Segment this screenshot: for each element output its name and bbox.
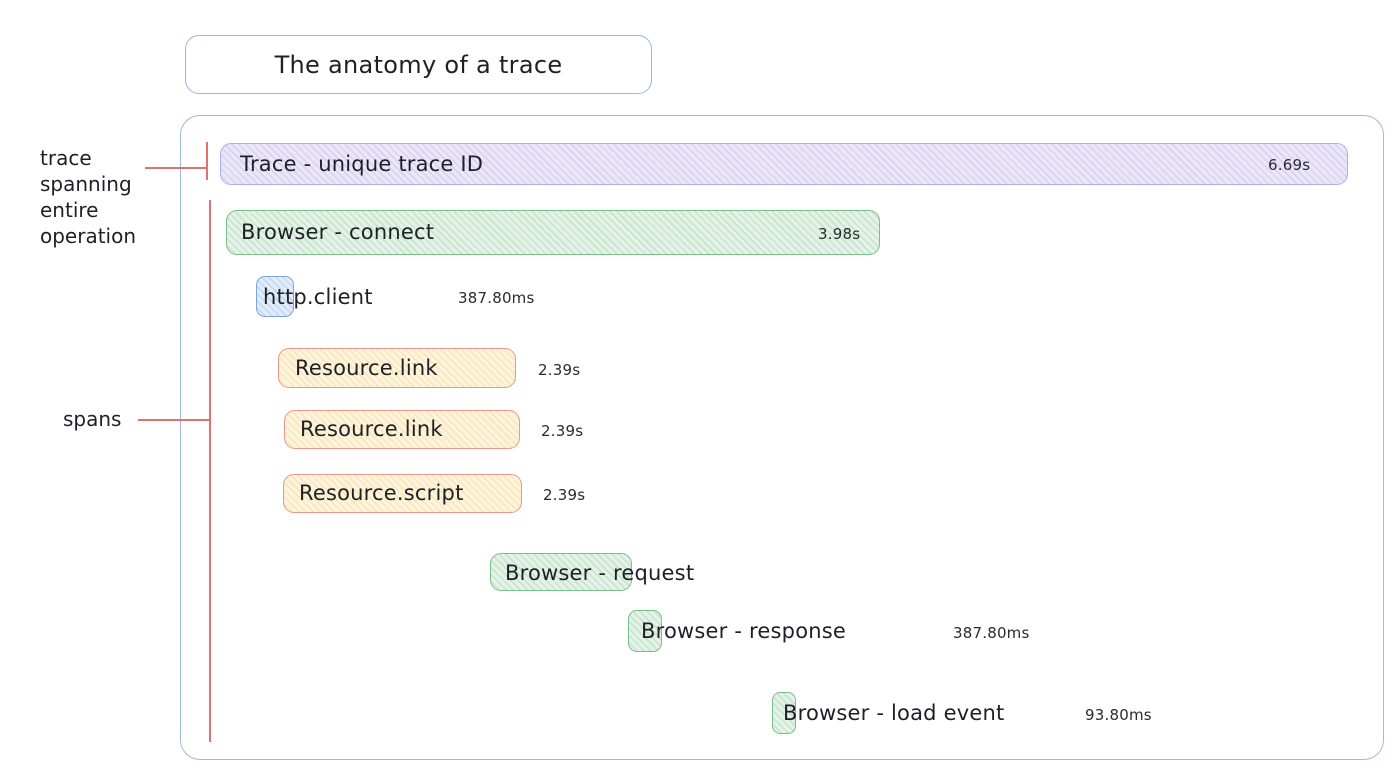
span-duration: 2.39s xyxy=(541,422,584,440)
span-duration: 3.98s xyxy=(818,225,861,243)
span-duration: 387.80ms xyxy=(458,289,535,307)
span-bar-resource-link-1[interactable] xyxy=(278,348,516,388)
span-label: Browser - load event xyxy=(783,701,1005,725)
span-bar-browser-response[interactable] xyxy=(628,610,662,652)
span-bar-trace[interactable] xyxy=(220,143,1348,185)
diagram-title-box[interactable]: The anatomy of a trace xyxy=(185,35,652,94)
spans-annotation-label[interactable]: spans xyxy=(63,407,122,431)
span-label: Browser - response xyxy=(641,619,847,643)
spans-pointer-line[interactable] xyxy=(138,419,210,421)
span-duration: 6.69s xyxy=(1268,156,1311,174)
span-label: http.client xyxy=(263,285,373,309)
span-bar-browser-load-event[interactable] xyxy=(772,692,796,734)
span-label: Resource.link xyxy=(295,356,438,380)
span-label: Trace - unique trace ID xyxy=(240,152,484,176)
diagram-title: The anatomy of a trace xyxy=(274,50,563,79)
span-duration: 387.80ms xyxy=(953,624,1030,642)
span-label: Browser - request xyxy=(505,561,695,585)
span-label: Resource.link xyxy=(300,417,443,441)
trace-pointer-tick[interactable] xyxy=(206,142,208,180)
spans-bracket-line[interactable] xyxy=(209,200,211,742)
span-bar-browser-request[interactable] xyxy=(490,553,632,591)
span-bar-resource-script[interactable] xyxy=(283,474,522,513)
trace-annotation-label[interactable]: trace spanning entire operation xyxy=(40,146,137,248)
span-bar-http-client[interactable] xyxy=(256,276,294,317)
span-duration: 2.39s xyxy=(543,486,586,504)
span-label: Browser - connect xyxy=(241,220,435,244)
span-bar-resource-link-2[interactable] xyxy=(284,410,520,449)
span-duration: 93.80ms xyxy=(1085,706,1152,724)
span-label: Resource.script xyxy=(299,481,464,505)
trace-frame[interactable] xyxy=(180,115,1384,760)
trace-pointer-line[interactable] xyxy=(145,167,207,169)
span-duration: 2.39s xyxy=(538,361,581,379)
span-bar-browser-connect[interactable] xyxy=(226,210,880,255)
